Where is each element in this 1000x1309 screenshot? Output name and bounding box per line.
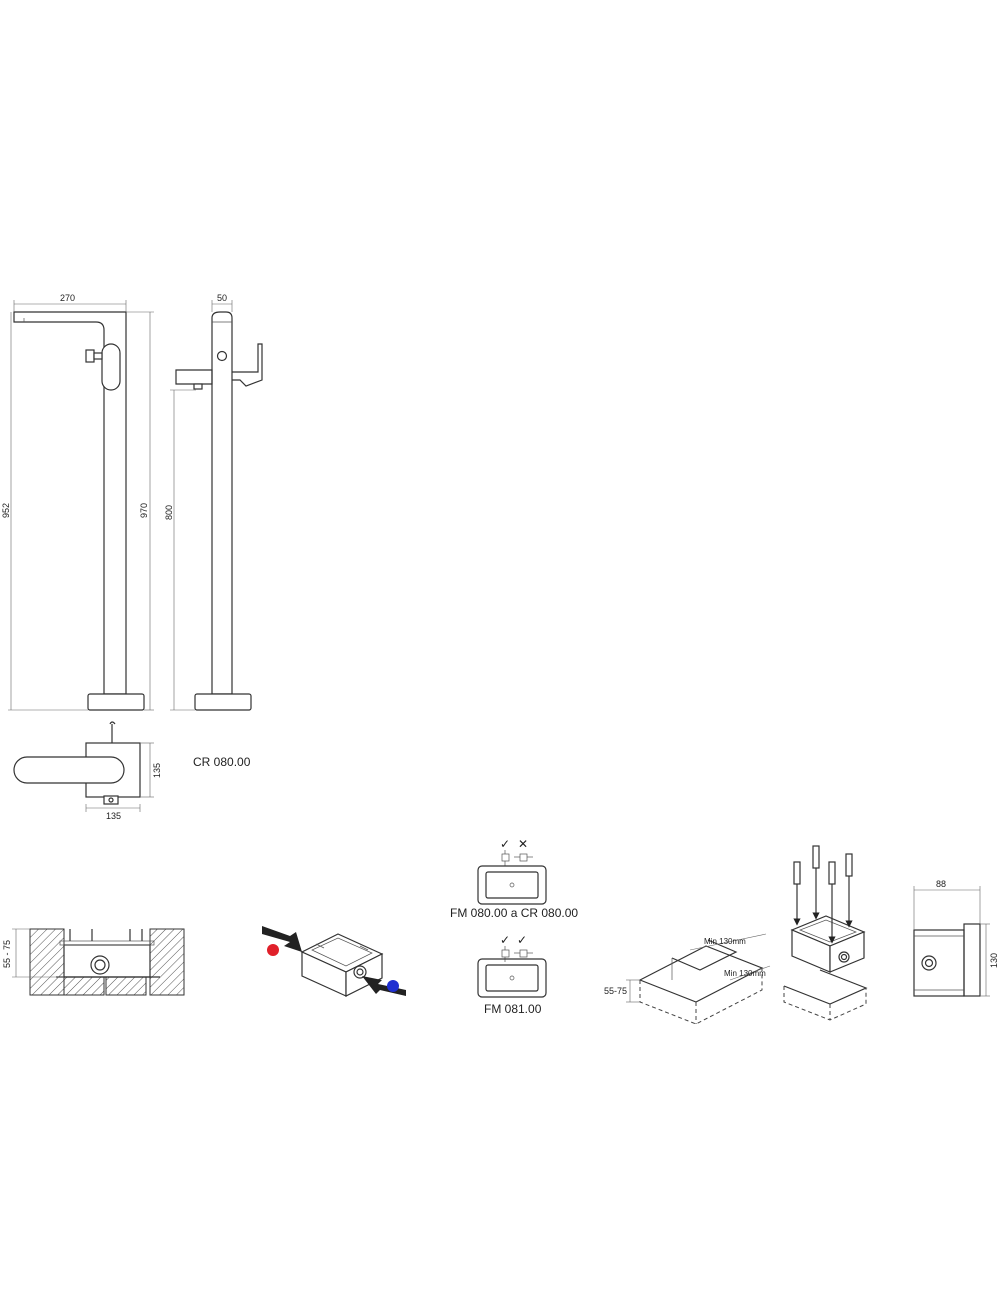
install-niche: Min 130mm Min 130mm 55-75 [604, 933, 771, 1025]
option-b: ✓ ✓ FM 081.00 [477, 933, 547, 1016]
option-a-label: FM 080.00 a CR 080.00 [450, 906, 578, 920]
dim-top-height: 135 [152, 763, 162, 778]
niche-min-b: Min 130mm [724, 969, 766, 978]
niche-depth: 55-75 [604, 986, 627, 996]
anchor-bolts [793, 845, 853, 944]
dim-side-width: 50 [217, 293, 227, 303]
install-section-floor: 55 - 75 [2, 928, 185, 996]
install-connections [262, 926, 406, 997]
dim-box-width-right: 88 [936, 879, 946, 889]
option-b-label: FM 081.00 [484, 1002, 542, 1016]
check-icon: ✓ [500, 933, 510, 947]
dim-front-height-inner: 970 [139, 503, 149, 518]
dim-side-spout-height: 800 [164, 505, 174, 520]
cross-icon: ✕ [518, 837, 528, 851]
side-view: 50 800 [164, 293, 263, 711]
install-anchoring [783, 845, 868, 1021]
niche-min-a: Min 130mm [704, 937, 746, 946]
dim-front-height-total: 952 [1, 503, 11, 518]
box-side-view: 88 130 [913, 879, 999, 997]
front-view: 270 952 970 [1, 293, 154, 711]
check-icon: ✓ [517, 933, 527, 947]
dim-top-width: 135 [106, 811, 121, 821]
option-a: ✓ ✕ FM 080.00 a CR 080.00 [450, 837, 578, 920]
check-icon: ✓ [500, 837, 510, 851]
top-view: 135 135 [13, 721, 162, 821]
dim-front-width: 270 [60, 293, 75, 303]
cold-indicator [387, 980, 399, 992]
dim-box-height-right: 130 [989, 953, 999, 968]
hot-indicator [267, 944, 279, 956]
product-code-label: CR 080.00 [193, 755, 251, 769]
dim-box-depth-left: 55 - 75 [2, 940, 12, 968]
